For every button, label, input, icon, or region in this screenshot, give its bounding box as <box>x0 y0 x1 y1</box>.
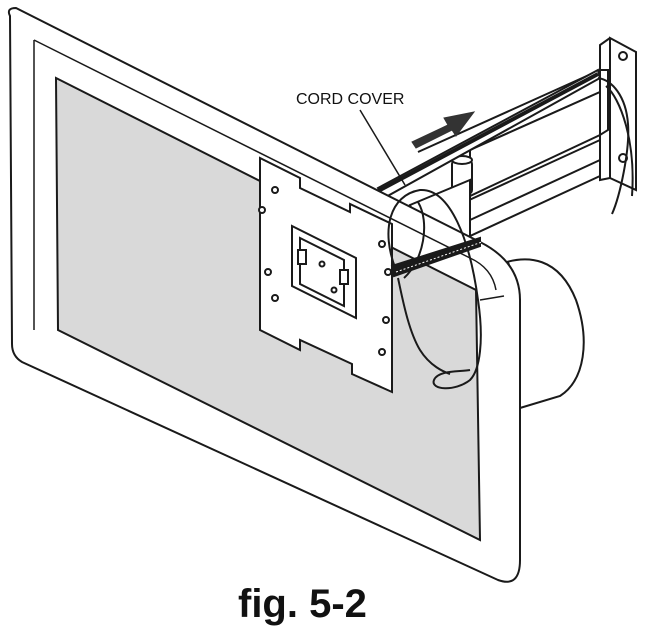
cord-clip <box>390 236 483 278</box>
figure-caption: fig. 5-2 <box>238 582 367 626</box>
mounting-plate <box>258 156 393 394</box>
cord-cover-label: CORD COVER <box>296 91 405 108</box>
power-cords <box>387 77 634 390</box>
cord-cover-leader <box>359 109 406 186</box>
tv-wall-mount-diagram <box>7 6 637 583</box>
direction-arrow-icon <box>411 111 476 149</box>
